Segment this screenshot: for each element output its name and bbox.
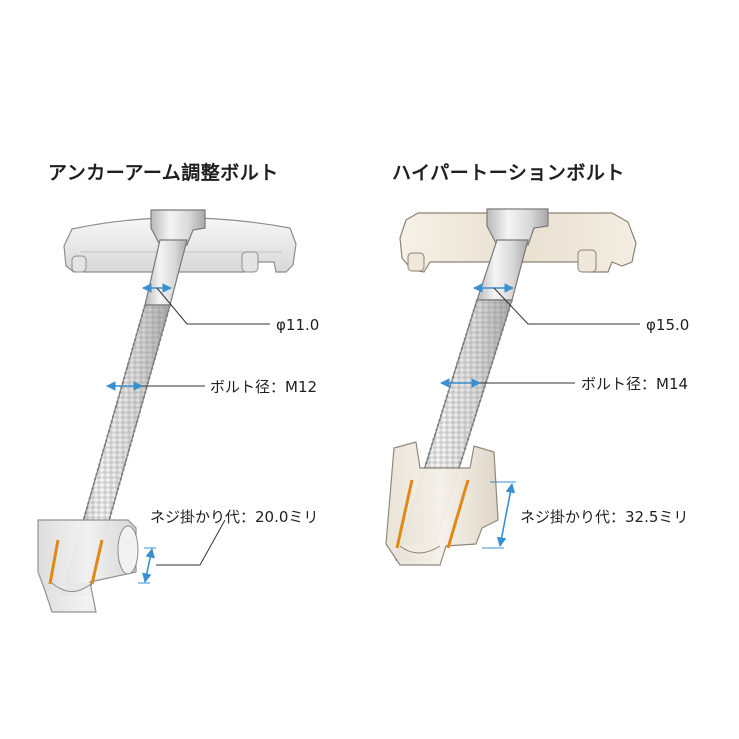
left-engagement-leader [156,519,226,566]
left-bolt-head [150,209,206,246]
right-lower-nut [385,441,499,566]
right-bolt-size-label: ボルト径：M14 [581,375,689,393]
right-engagement-label: ネジ掛かり代：32.5ミリ [520,508,689,526]
right-engagement-dimension [496,483,516,547]
left-engagement-dimension [142,548,155,583]
right-diameter-label: φ15.0 [646,316,690,334]
left-diameter-leader [156,287,270,325]
right-hyper-torsion-bolt [385,208,640,566]
left-title: アンカーアーム調整ボルト [48,162,279,184]
left-diameter-label: φ11.0 [276,316,320,334]
left-bolt-size-label: ボルト径：M12 [210,378,318,396]
right-title: ハイパートーションボルト [392,162,625,184]
left-anchor-arm-bolt [37,209,297,613]
left-engagement-label: ネジ掛かり代：20.0ミリ [150,508,319,526]
right-bolt-head [486,208,549,246]
left-lower-nut [37,519,139,613]
right-diameter-leader [493,287,640,325]
